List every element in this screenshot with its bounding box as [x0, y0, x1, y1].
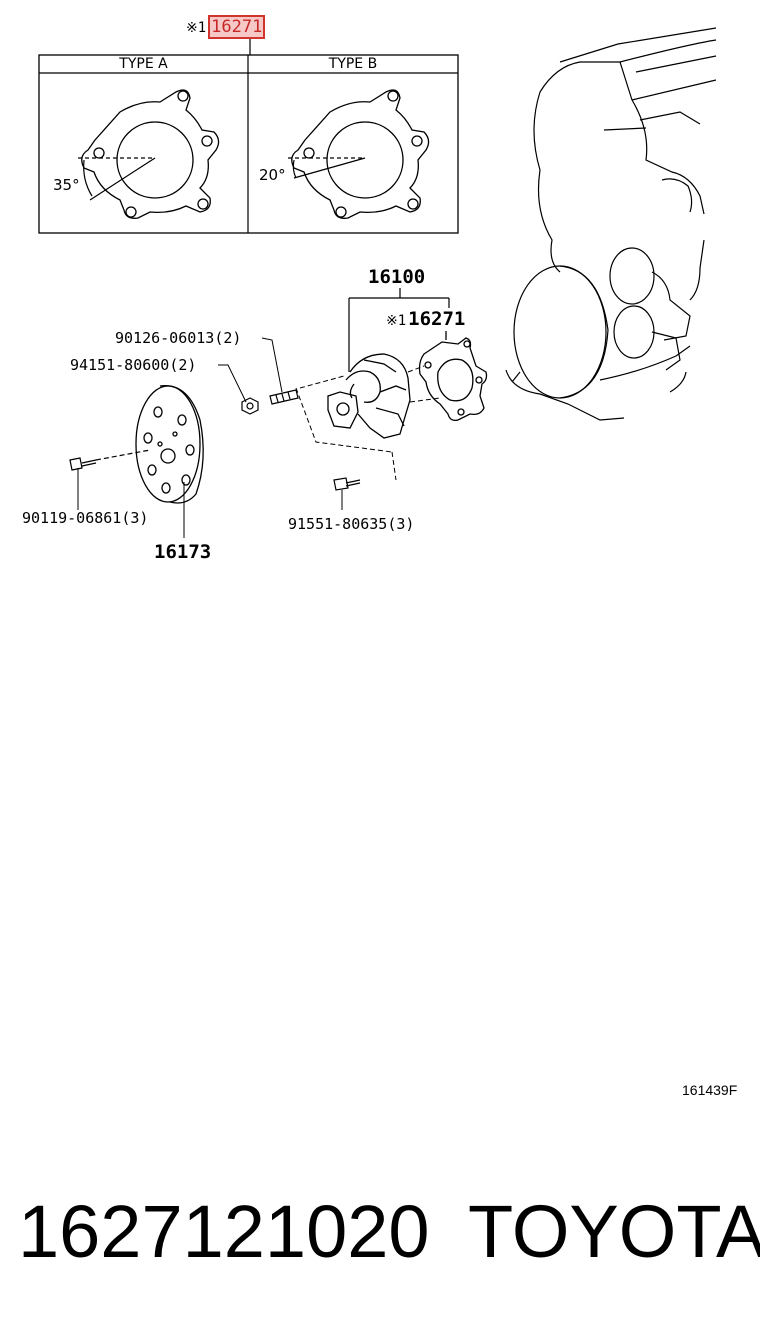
type-a-angle: 35°: [53, 176, 80, 194]
type-a-title: TYPE A: [119, 56, 168, 72]
pulley: [135, 385, 204, 504]
flange-bolt: [333, 477, 361, 491]
bracket-16100: [348, 288, 450, 372]
angle-lines-type-b: [288, 157, 366, 179]
water-pump-body: [327, 353, 411, 439]
stud-bolt: [269, 389, 299, 405]
gasket-part-number[interactable]: 16271: [408, 308, 466, 330]
callout-nut[interactable]: 94151-80600(2): [70, 356, 197, 374]
type-b-title: TYPE B: [328, 56, 378, 72]
callout-flange-bolt[interactable]: 91551-80635(3): [288, 515, 415, 533]
callout-pulley-bolt[interactable]: 90119-06861(3): [22, 509, 149, 527]
leader-lines: [77, 337, 343, 538]
callout-water-pump-assy[interactable]: 16100: [368, 266, 426, 288]
engine-outline: [505, 27, 717, 421]
gasket-type-a: [81, 89, 220, 219]
callout-pulley[interactable]: 16173: [154, 541, 212, 563]
highlighted-part-number[interactable]: 16271: [208, 15, 266, 39]
gasket-part: [418, 331, 488, 422]
footer-brand: TOYOTA: [468, 1190, 760, 1273]
footer-part-number: 1627121020: [18, 1190, 430, 1273]
note-mark: ※1: [186, 20, 207, 36]
illustration-code: 161439F: [682, 1082, 738, 1098]
pump-dashed-outline: [295, 365, 441, 481]
callout-stud-bolt[interactable]: 90126-06013(2): [115, 329, 242, 347]
nut: [241, 397, 259, 415]
type-table-grid: [38, 54, 459, 234]
type-b-angle: 20°: [259, 166, 286, 184]
note-mark: ※1: [386, 313, 407, 329]
angle-lines-type-a: [78, 157, 156, 201]
pulley-bolt: [69, 449, 151, 471]
gasket-type-b: [291, 89, 430, 219]
